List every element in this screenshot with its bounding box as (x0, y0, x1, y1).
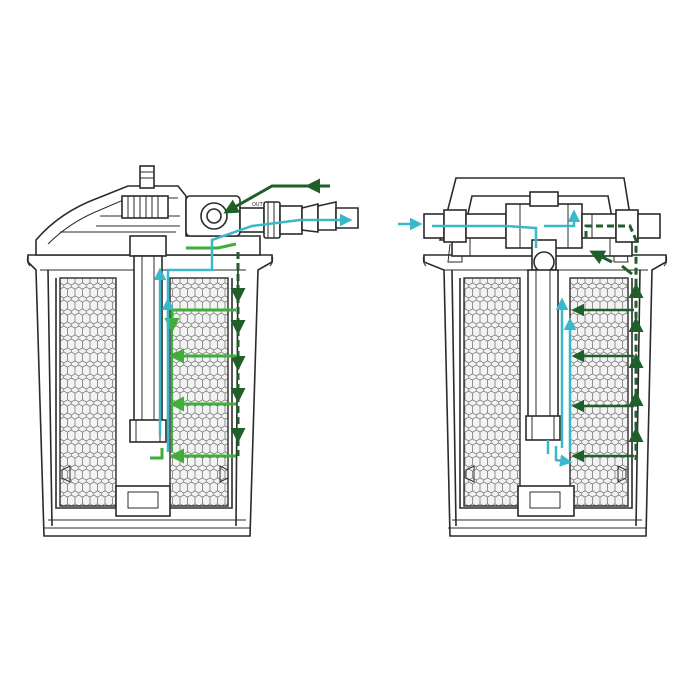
right-clean-flow (398, 209, 581, 467)
right-filter (422, 177, 668, 537)
right-sponge-outer (463, 277, 521, 507)
left-filtered-flow (150, 242, 237, 464)
left-port-ring (200, 202, 228, 230)
left-dirty-flow (223, 178, 330, 456)
right-uvc-unit (525, 269, 561, 441)
left-bottom-block (115, 485, 171, 517)
left-clean-flow (153, 213, 353, 452)
left-uvc-unit (129, 235, 167, 443)
left-sponge-outer (59, 277, 117, 507)
left-top-knob (139, 165, 155, 189)
right-bottom-block (517, 485, 575, 517)
out-label: OUT (252, 202, 264, 208)
left-sponge-inner (169, 277, 229, 507)
left-filter: OUT (26, 165, 359, 537)
right-sponge-inner (569, 277, 629, 507)
right-filtered-flow (571, 303, 634, 463)
right-dirty-flow (584, 224, 644, 460)
